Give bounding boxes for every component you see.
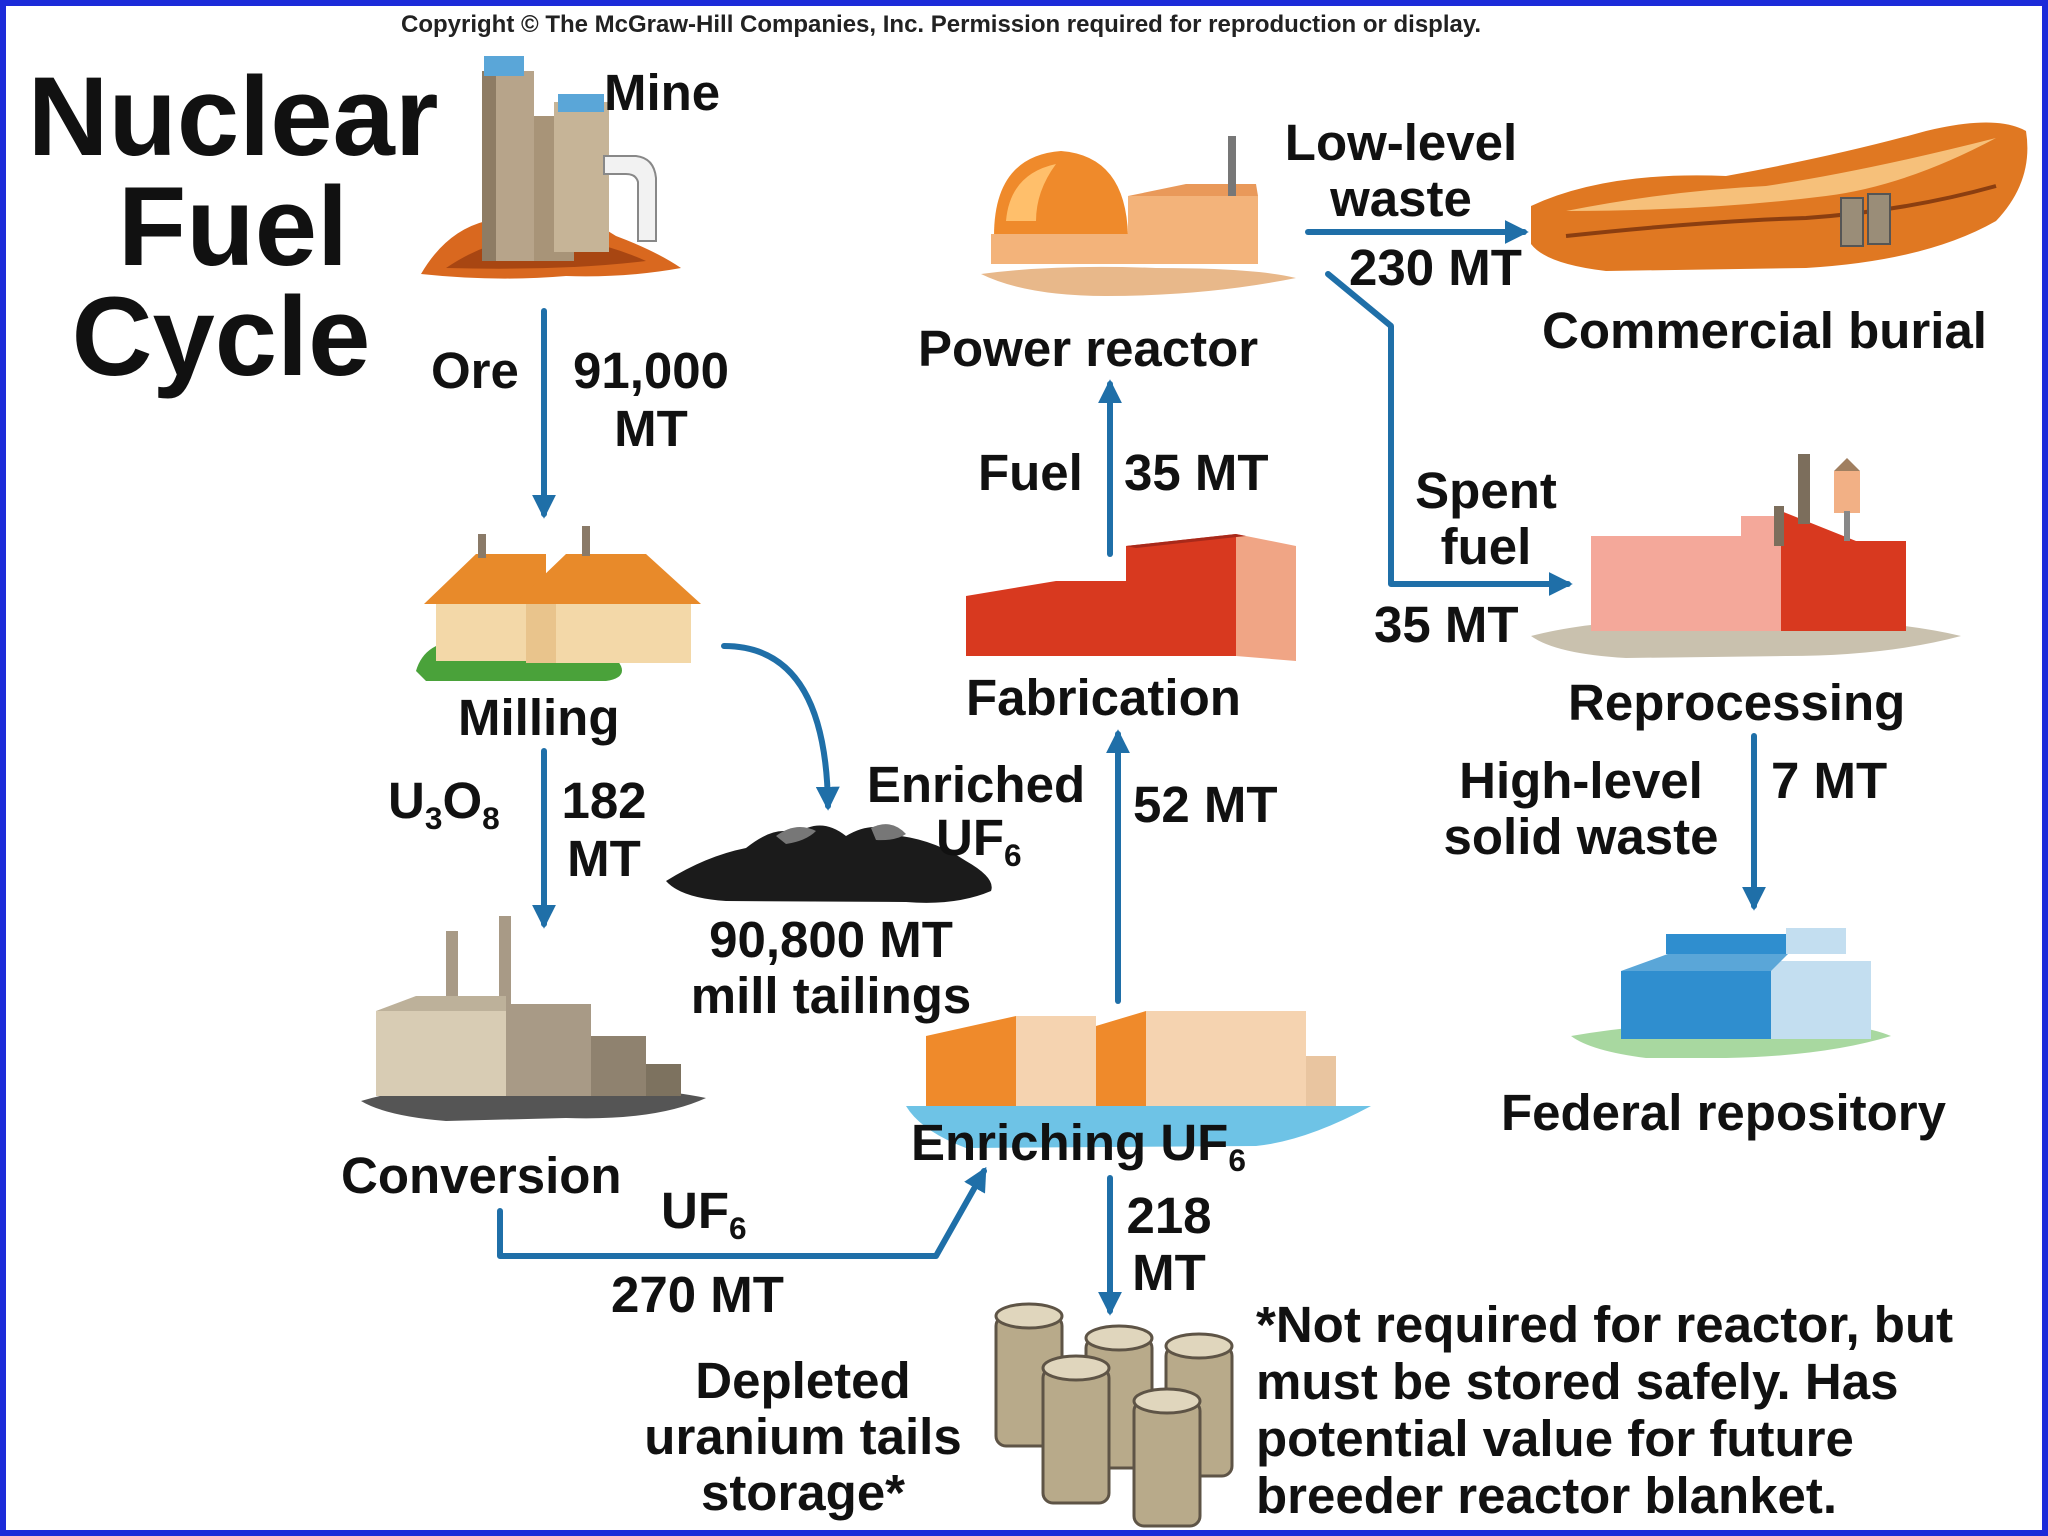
mill-tailings-line-2: mill tailings xyxy=(690,967,972,1024)
fuel-amount: 35 MT xyxy=(1124,444,1269,501)
burial-site-icon xyxy=(1531,122,2028,271)
u3o8-amount-line-2: MT xyxy=(567,830,641,887)
spent-fuel-line-2: fuel xyxy=(1440,518,1532,575)
spent-fuel-amount: 35 MT xyxy=(1374,596,1519,653)
to-fabrication-amount: 52 MT xyxy=(1133,776,1278,833)
reprocessing-plant-icon xyxy=(1531,454,1961,658)
low-level-waste-line-1: Low-level xyxy=(1284,114,1518,171)
copyright-notice: Copyright © The McGraw-Hill Companies, I… xyxy=(401,11,1482,38)
high-level-waste-line-2: solid waste xyxy=(1443,808,1719,865)
uf6-conversion-label: UF6 xyxy=(661,1182,747,1247)
depleted-storage-line-1: Depleted xyxy=(695,1352,911,1409)
high-level-waste-line-1: High-level xyxy=(1459,752,1703,809)
fuel-label: Fuel xyxy=(978,444,1083,501)
depleted-storage-line-2: uranium tails xyxy=(644,1408,962,1465)
ore-label: Ore xyxy=(431,342,519,399)
milling-label: Milling xyxy=(458,689,620,746)
tails-amount-line-2: MT xyxy=(1132,1244,1206,1301)
arrow-reactor-to-reprocessing xyxy=(1325,271,1573,596)
federal-repository-label: Federal repository xyxy=(1501,1084,1946,1141)
arrow-conversion-to-enriching xyxy=(497,1166,987,1259)
footnote-line-2: must be stored safely. Has xyxy=(1256,1353,1899,1410)
enriching-label: Enriching UF6 xyxy=(911,1114,1246,1179)
commercial-burial-label: Commercial burial xyxy=(1542,302,1987,359)
fabrication-label: Fabrication xyxy=(966,669,1241,726)
footnote-line-1: *Not required for reactor, but xyxy=(1256,1296,1954,1353)
title-line-3: Cycle xyxy=(71,274,371,399)
footnote-line-4: breeder reactor blanket. xyxy=(1256,1467,1838,1524)
mill-tailings-line-1: 90,800 MT xyxy=(709,911,953,968)
ore-amount-line-2: MT xyxy=(614,400,688,457)
spent-fuel-line-1: Spent xyxy=(1415,462,1557,519)
enrichment-plant-icon xyxy=(906,1011,1371,1148)
diagram-artwork xyxy=(361,56,2028,1528)
conversion-label: Conversion xyxy=(341,1147,622,1204)
enriched-uf6-line-2: UF6 xyxy=(936,809,1022,874)
power-reactor-label: Power reactor xyxy=(918,320,1259,377)
low-level-waste-amount: 230 MT xyxy=(1349,239,1522,296)
reprocessing-label: Reprocessing xyxy=(1568,674,1906,731)
mill-tailings-icon xyxy=(666,824,992,903)
title-line-1: Nuclear xyxy=(27,54,439,179)
low-level-waste-line-2: waste xyxy=(1330,170,1472,227)
footnote-line-3: potential value for future xyxy=(1256,1410,1854,1467)
repository-icon xyxy=(1571,928,1891,1058)
tails-amount-line-1: 218 xyxy=(1126,1187,1212,1244)
ore-amount-line-1: 91,000 xyxy=(573,342,729,399)
depleted-storage-line-3: storage* xyxy=(700,1464,906,1521)
mine-icon xyxy=(421,56,681,279)
storage-cylinders-icon xyxy=(994,1302,1234,1528)
fabrication-plant-icon xyxy=(966,534,1296,661)
high-level-waste-amount: 7 MT xyxy=(1771,752,1888,809)
title-line-2: Fuel xyxy=(117,164,349,289)
arrow-milling-to-tailings xyxy=(721,643,840,811)
power-reactor-icon xyxy=(981,136,1296,296)
u3o8-amount-line-1: 182 xyxy=(561,772,647,829)
milling-icon xyxy=(416,526,701,681)
enriched-uf6-line-1: Enriched xyxy=(866,756,1086,813)
mine-label: Mine xyxy=(604,64,721,121)
uf6-conversion-amount: 270 MT xyxy=(611,1266,784,1323)
conversion-icon xyxy=(361,916,706,1121)
u3o8-label: U3O8 xyxy=(388,772,500,837)
